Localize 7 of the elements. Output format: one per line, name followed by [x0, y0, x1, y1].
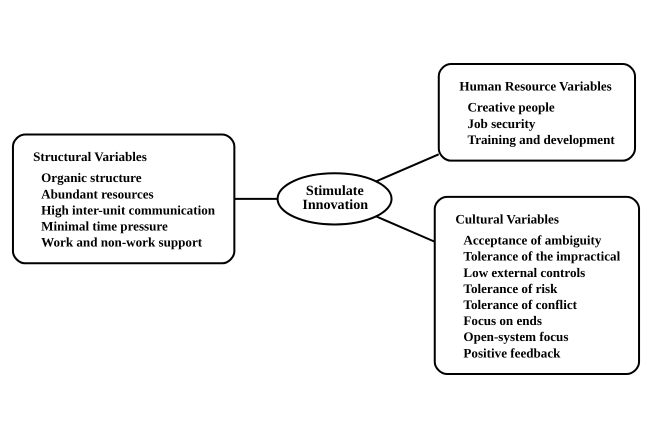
node-box: Cultural Variables Acceptance of ambiguity Tolerance of the impractical Low external controls Tolerance of risk Tolerance of conflict Focus on ends Open-system focus Positive feedback: [434, 195, 640, 374]
node-box: Human Resource Variables Creative people Job security Training and development: [438, 62, 636, 162]
connector: [376, 214, 435, 242]
node-ellipse: Stimulate Innovation: [276, 172, 393, 225]
node-box: Structural Variables Organic structure Abundant resources High inter-unit communication Minimal time pressure Work and non-work support: [12, 132, 236, 264]
connector: [376, 152, 440, 182]
connector: [234, 197, 278, 200]
